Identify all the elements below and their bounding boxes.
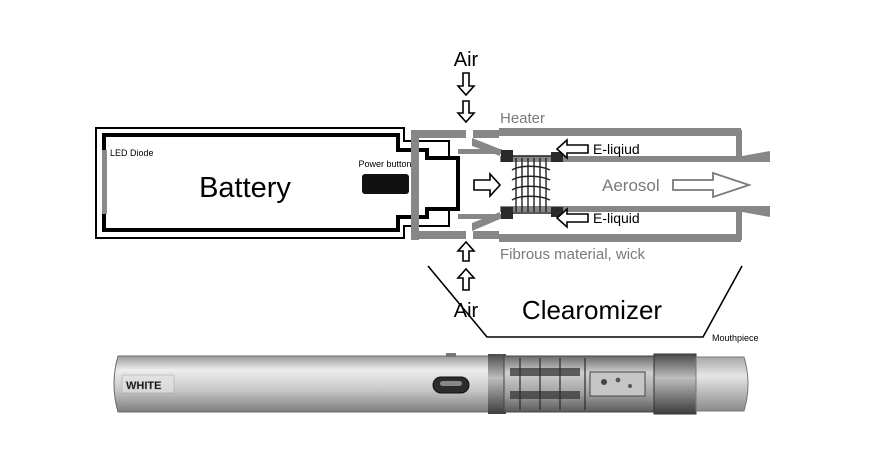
heater-label: Heater [500,110,545,127]
heater-coil [511,155,553,214]
aerosol-arrow [672,171,752,199]
clearomizer-bracket [427,265,743,338]
airflow-to-heater-arrow [473,171,502,199]
air-top-label: Air [454,49,479,71]
battery-label: Battery [199,172,291,204]
clearomizer-housing [411,128,770,242]
e-liquid-bottom-arrow [555,207,589,229]
device-brand-text: WHITE [126,380,161,392]
air-top-arrow-2 [456,100,476,124]
e-liquid-top-arrow [555,138,589,160]
device-photo: WHITE [113,353,749,415]
aerosol-label: Aerosol [602,176,660,195]
wick-blocks [501,150,563,219]
power-button [362,174,409,194]
e-liquid-bottom-label: E-liquid [593,210,640,226]
clearomizer-label: Clearomizer [522,295,662,325]
air-top-arrow [456,72,476,97]
mouthpiece-label: Mouthpiece [712,333,759,343]
led-diode-strip [102,150,107,214]
led-diode-label: LED Diode [110,148,154,158]
battery-housing [95,127,460,239]
air-bottom-arrow-2 [456,240,476,262]
power-button-label: Power button [358,159,411,169]
e-liquid-top-label: E-liqiud [593,141,640,157]
air-bottom-arrow [456,267,476,291]
fibrous-wick-label: Fibrous material, wick [500,246,646,263]
device-mouthpiece [695,356,749,412]
